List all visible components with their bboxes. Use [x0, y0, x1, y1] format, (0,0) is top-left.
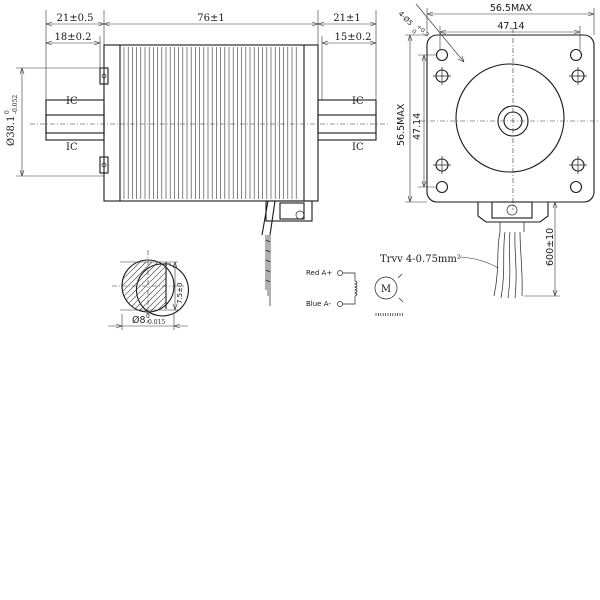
- dim-hole-tol-lower: 0: [410, 28, 418, 36]
- dim-shaft-tol-lower: -0.015: [146, 319, 165, 326]
- coil-marker: [375, 313, 403, 316]
- shaft-section-outline: [135, 263, 190, 317]
- dim-hole-pitch-v: 47.14: [412, 113, 423, 140]
- shaft-hatching: [121, 261, 166, 313]
- dim-shaft-flat: 7.5±0: [176, 283, 184, 304]
- cooling-fins: [123, 47, 297, 199]
- wiring-schematic: Red A+ Blue A- M: [306, 269, 404, 316]
- dim-hole-callout: 4-Ø5: [397, 10, 415, 28]
- ic-label-bottom-right: IC: [352, 142, 364, 153]
- front-boss: [455, 63, 565, 173]
- right-boss: [317, 99, 377, 141]
- wire-label-a: Red A+: [306, 269, 332, 277]
- dim-boss-right: 15±0.2: [334, 32, 371, 43]
- front-face: [426, 34, 595, 203]
- coil-winding: [354, 280, 358, 297]
- motor-symbol-circle: [374, 276, 398, 300]
- dim-width-max: 56.5MAX: [490, 3, 533, 14]
- dim-boss-diameter: Ø38.1: [6, 116, 17, 146]
- mounting-hole-bl: [433, 156, 451, 194]
- ic-label-top-right: IC: [352, 96, 364, 107]
- motor-body: [103, 44, 319, 202]
- dim-boss-left: 18±0.2: [54, 32, 91, 43]
- dim-boss-tol-lower: -0.052: [12, 95, 19, 114]
- dim-shaft-right: 21±1: [333, 13, 360, 24]
- dim-shaft-diameter: Ø8: [132, 315, 146, 326]
- dim-body: 76±1: [197, 13, 224, 24]
- side-view: IC IC IC IC 21±0.5 76±1 21±1 18±0.: [4, 10, 390, 306]
- wire-note: Trvv 4-0.75mm²: [380, 254, 461, 265]
- ic-label-top-left: IC: [66, 96, 78, 107]
- dim-lead-length: 600±10: [545, 228, 556, 266]
- shaft-section: 7.5±0 Ø8 0 -0.015: [108, 250, 190, 330]
- wire-label-b: Blue A-: [306, 300, 331, 308]
- dim-height-max: 56.5MAX: [396, 103, 407, 146]
- mounting-hole-tl: [433, 48, 451, 85]
- dim-hole-pitch-h: 47.14: [497, 21, 524, 32]
- dim-boss-tol-upper: 0: [4, 110, 11, 114]
- motor-symbol: M: [381, 284, 391, 295]
- front-view: 56.5MAX 47.14 56.5MAX 47.14 4-Ø5 +0.3 0: [380, 3, 600, 299]
- dim-shaft-tol-upper: 0: [146, 313, 150, 320]
- dim-shaft-left: 21±0.5: [56, 13, 93, 24]
- mounting-hole-br: [569, 156, 587, 194]
- mounting-hole-tr: [569, 48, 587, 85]
- ic-label-bottom-left: IC: [66, 142, 78, 153]
